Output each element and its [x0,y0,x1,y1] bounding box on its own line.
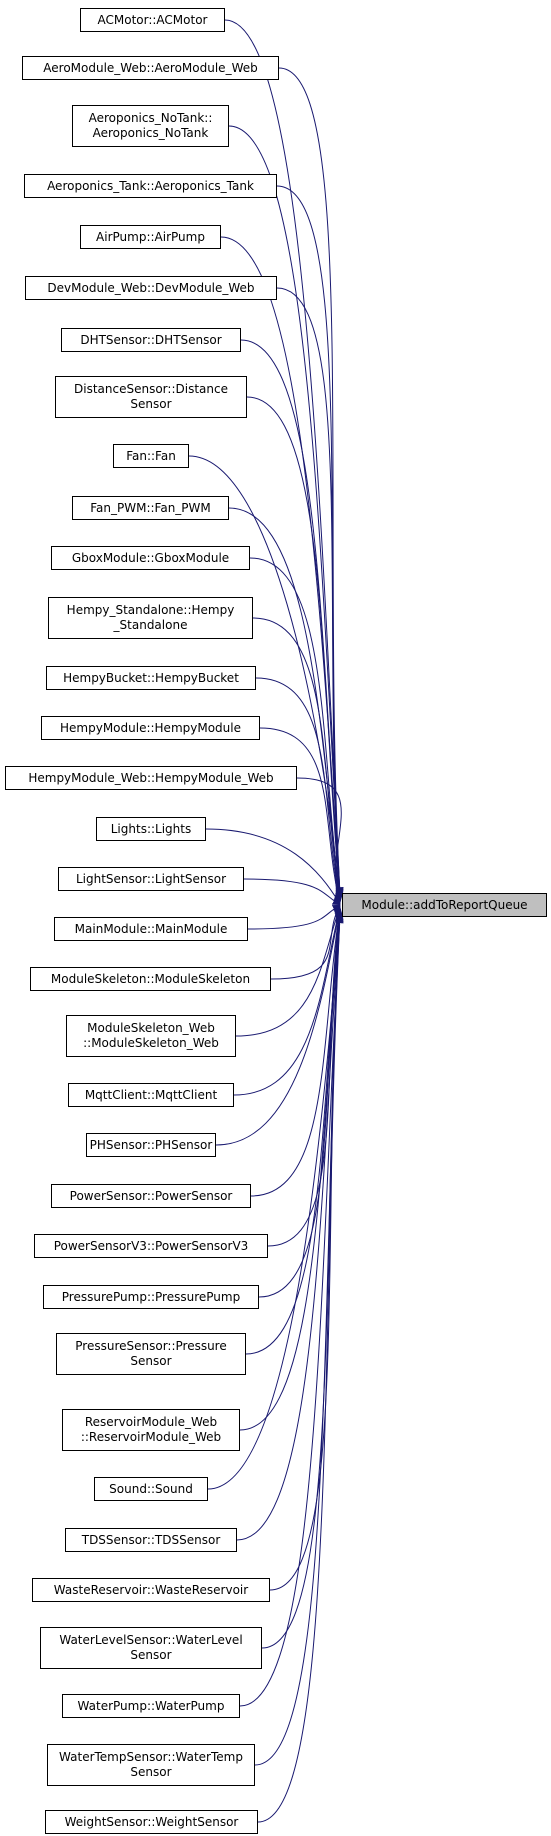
caller-node[interactable]: Aeroponics_NoTank:: Aeroponics_NoTank [72,105,229,147]
caller-node[interactable]: Sound::Sound [94,1477,208,1501]
caller-node[interactable]: DHTSensor::DHTSensor [61,328,241,352]
caller-node[interactable]: PHSensor::PHSensor [86,1133,216,1157]
call-edge [296,777,342,905]
call-edge [270,905,341,980]
caller-node[interactable]: WasteReservoir::WasteReservoir [32,1578,270,1602]
caller-node[interactable]: ReservoirModule_Web ::ReservoirModule_We… [62,1409,240,1451]
call-edge [259,727,343,904]
call-edge [207,911,344,1490]
call-edge [205,828,341,905]
caller-node[interactable]: AirPump::AirPump [80,225,221,249]
caller-node[interactable]: HempyBucket::HempyBucket [46,666,256,690]
caller-node[interactable]: ModuleSkeleton::ModuleSkeleton [30,967,271,991]
caller-node[interactable]: HempyModule_Web::HempyModule_Web [5,766,297,790]
call-edge [224,19,344,896]
caller-node[interactable]: DistanceSensor::Distance Sensor [55,376,247,418]
caller-node[interactable]: WaterPump::WaterPump [62,1694,240,1718]
caller-node[interactable]: PressurePump::PressurePump [43,1285,259,1309]
caller-node[interactable]: LightSensor::LightSensor [58,867,244,891]
caller-node[interactable]: MqttClient::MqttClient [68,1083,234,1107]
call-edge [246,396,344,900]
caller-node[interactable]: ModuleSkeleton_Web ::ModuleSkeleton_Web [66,1015,236,1057]
caller-node[interactable]: ACMotor::ACMotor [80,8,225,32]
caller-node[interactable]: Hempy_Standalone::Hempy _Standalone [48,597,253,639]
call-edge [236,911,344,1541]
call-edge [235,905,342,1037]
call-edge [249,557,344,902]
caller-node[interactable]: AeroModule_Web::AeroModule_Web [22,56,279,80]
call-edge [239,913,344,1707]
call-edge [254,914,344,1766]
call-edge [252,617,343,903]
caller-node[interactable]: Lights::Lights [96,817,206,841]
caller-node[interactable]: PressureSensor::Pressure Sensor [56,1333,246,1375]
call-edge [233,906,343,1096]
call-edge [276,287,344,899]
call-edge [250,907,343,1197]
call-edge [278,67,344,896]
caller-node[interactable]: TDSSensor::TDSSensor [65,1528,237,1552]
caller-node[interactable]: Fan::Fan [113,444,189,468]
caller-node[interactable]: WaterLevelSensor::WaterLevel Sensor [40,1627,262,1669]
call-edge [247,904,341,930]
call-edge [228,125,344,897]
caller-node[interactable]: DevModule_Web::DevModule_Web [25,276,277,300]
caller-node[interactable]: GboxModule::GboxModule [51,546,250,570]
caller-node[interactable]: Fan_PWM::Fan_PWM [72,496,229,520]
caller-node[interactable]: MainModule::MainModule [54,917,248,941]
caller-node[interactable]: PowerSensor::PowerSensor [51,1184,251,1208]
call-edge [239,910,344,1431]
caller-node[interactable]: WaterTempSensor::WaterTemp Sensor [47,1744,255,1786]
call-edge [215,907,343,1146]
call-edge [257,915,344,1823]
caller-node[interactable]: WeightSensor::WeightSensor [45,1810,258,1834]
target-node: Module::addToReportQueue [342,893,547,917]
caller-node[interactable]: Aeroponics_Tank::Aeroponics_Tank [24,174,277,198]
caller-node[interactable]: PowerSensorV3::PowerSensorV3 [34,1234,268,1258]
caller-node[interactable]: HempyModule::HempyModule [41,716,260,740]
call-edge [255,677,343,904]
call-edge [243,878,341,906]
